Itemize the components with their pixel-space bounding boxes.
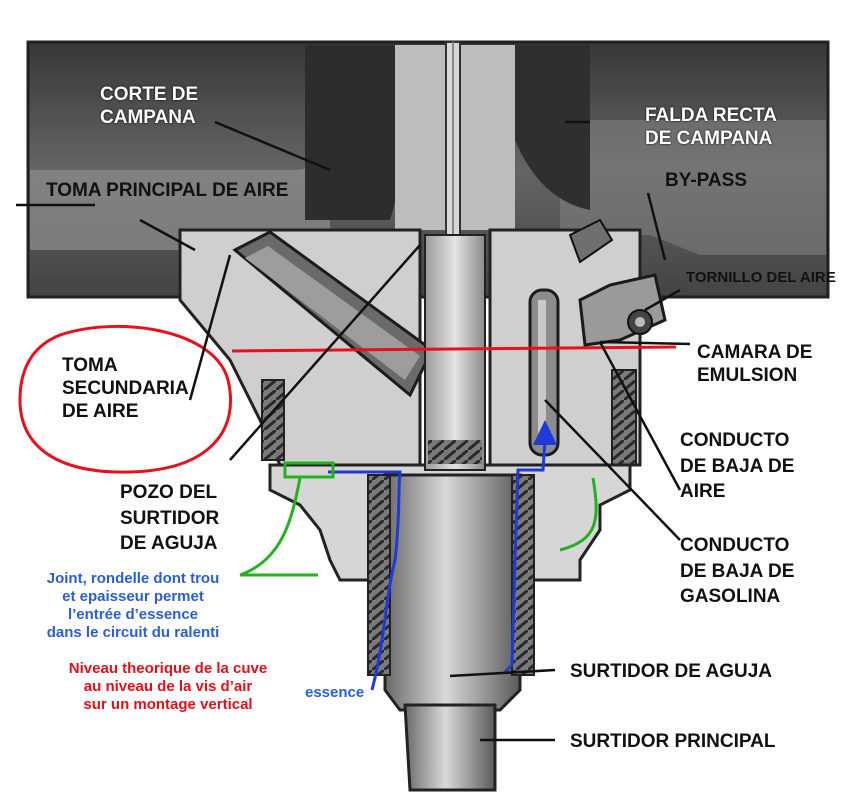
label-corte-de-campana: CORTE DE CAMPANA [100, 84, 198, 130]
leader-lines [16, 120, 691, 742]
label-camara-line1: CAMARA DE [697, 342, 813, 363]
label-camara-de-emulsion: CAMARA DE EMULSION [697, 342, 812, 388]
label-joint-line2: et epaisseur permet [62, 588, 204, 605]
label-niveau-note: Niveau theorique de la cuve au niveau de… [28, 660, 308, 714]
label-conducto-aire-line3: AIRE [680, 481, 726, 503]
label-falda-recta: FALDA RECTA DE CAMPANA [645, 105, 777, 151]
label-toma-sec-line2: SECUNDARIA [62, 377, 189, 399]
label-toma-sec-line1: TOMA [62, 355, 118, 376]
label-corte-line1: CORTE DE [100, 84, 199, 105]
label-camara-line2: EMULSION [697, 364, 798, 386]
label-niveau-line2: au niveau de la vis d’air [83, 678, 253, 695]
label-conducto-gas-line3: GASOLINA [680, 586, 781, 608]
label-toma-principal: TOMA PRINCIPAL DE AIRE [46, 180, 289, 201]
label-conducto-gas-line1: CONDUCTO [680, 535, 790, 556]
essence-arrow-icon [533, 420, 557, 445]
label-joint-line4: dans le circuit du ralenti [46, 624, 220, 641]
label-essence: essence [305, 684, 365, 701]
emulsion-tube [528, 288, 560, 457]
label-pozo-surtidor: POZO DEL SURTIDOR DE AGUJA [120, 480, 219, 557]
label-pozo-line1: POZO DEL [120, 482, 218, 503]
label-joint-line1: Joint, rondelle dont trou [46, 570, 220, 587]
label-joint-note: Joint, rondelle dont trou et epaisseur p… [14, 570, 252, 642]
label-conducto-aire-line1: CONDUCTO [680, 430, 790, 451]
label-tornillo-del-aire: TORNILLO DEL AIRE [686, 269, 836, 286]
label-niveau-line3: sur un montage vertical [83, 696, 253, 713]
label-by-pass: BY-PASS [665, 170, 748, 191]
air-screw [568, 218, 667, 347]
label-falda-line2: DE CAMPANA [645, 127, 773, 149]
label-conducto-gasolina: CONDUCTO DE BAJA DE GASOLINA [680, 533, 794, 610]
label-pozo-line3: DE AGUJA [120, 533, 218, 555]
joint-callout [239, 461, 598, 577]
secondary-air-highlight [18, 324, 233, 474]
label-falda-line1: FALDA RECTA [645, 105, 777, 126]
label-joint-line3: l’entrée d’essence [67, 606, 199, 623]
label-surtidor-principal: SURTIDOR PRINCIPAL [570, 731, 776, 752]
label-niveau-line1: Niveau theorique de la cuve [68, 660, 268, 677]
needle-jet [367, 234, 535, 792]
label-conducto-aire-line2: DE BAJA DE [680, 455, 795, 477]
label-conducto-aire: CONDUCTO DE BAJA DE AIRE [680, 428, 794, 505]
essence-path [328, 439, 547, 691]
label-corte-line2: CAMPANA [100, 106, 196, 128]
slide-campana [305, 45, 590, 230]
label-conducto-gas-line2: DE BAJA DE [680, 560, 795, 582]
label-pozo-line2: SURTIDOR [120, 507, 220, 529]
label-toma-secundaria: TOMA SECUNDARIA DE AIRE [62, 355, 189, 423]
label-surtidor-de-aguja: SURTIDOR DE AGUJA [570, 661, 772, 682]
label-toma-sec-line3: DE AIRE [62, 400, 139, 422]
